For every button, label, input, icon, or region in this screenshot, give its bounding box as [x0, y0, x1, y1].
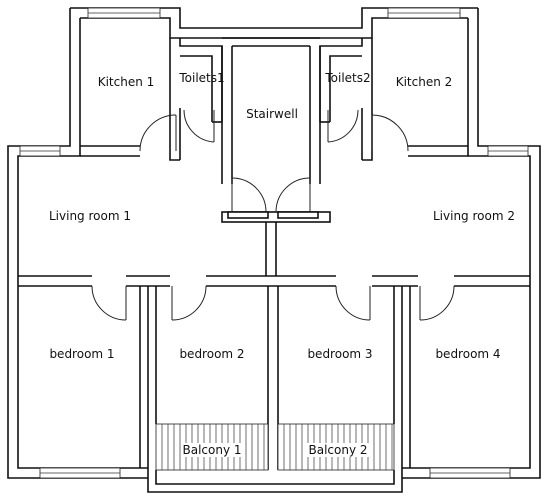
door-bedroom-3 [335, 285, 371, 321]
door-stairwell-left [231, 177, 267, 213]
label-balcony-2: Balcony 2 [308, 443, 367, 457]
label-kitchen-2: Kitchen 2 [396, 75, 453, 89]
windows [19, 7, 529, 479]
balcony-label-bg [306, 443, 370, 457]
door-bedroom-1 [91, 285, 127, 321]
room-labels: Kitchen 1 Toilets1 Stairwell Toilets2 Ki… [49, 71, 515, 457]
label-living-room-2: Living room 2 [433, 209, 515, 223]
balcony-label-bg [180, 443, 244, 457]
door-kitchen-1 [139, 114, 177, 152]
label-toilets-1: Toilets1 [178, 71, 224, 85]
door-bedroom-4 [419, 285, 455, 321]
door-bedroom-2 [171, 285, 207, 321]
label-kitchen-1: Kitchen 1 [98, 75, 155, 89]
label-living-room-1: Living room 1 [49, 209, 131, 223]
label-toilets-2: Toilets2 [324, 71, 370, 85]
label-bedroom-4: bedroom 4 [435, 347, 500, 361]
label-stairwell: Stairwell [246, 107, 298, 121]
outer-walls [7, 7, 541, 493]
label-bedroom-2: bedroom 2 [179, 347, 244, 361]
interior-walls [18, 37, 530, 478]
doors [91, 109, 455, 321]
label-bedroom-1: bedroom 1 [49, 347, 114, 361]
balcony-2-hatch [283, 424, 393, 470]
label-balcony-1: Balcony 1 [182, 443, 241, 457]
door-stairwell-right [275, 177, 311, 213]
door-toilets-2 [327, 109, 359, 143]
label-bedroom-3: bedroom 3 [307, 347, 372, 361]
door-kitchen-2 [371, 114, 409, 152]
door-toilets-1 [183, 109, 215, 143]
